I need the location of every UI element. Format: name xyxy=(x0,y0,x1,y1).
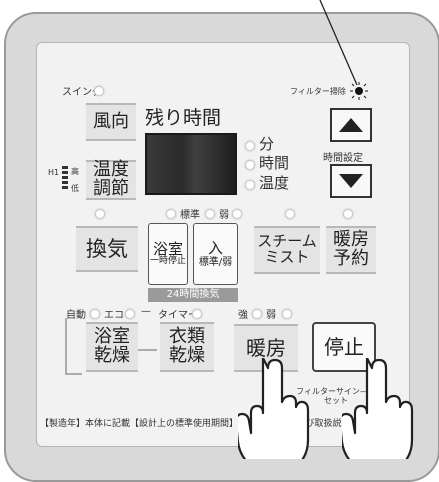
unit-time: 時間 xyxy=(259,154,290,172)
steam-mist-button[interactable]: スチーム ミスト xyxy=(254,226,320,274)
clothes-dry-line2: 乾燥 xyxy=(169,345,205,366)
level-low-label: 低 xyxy=(71,184,79,193)
pointer-line xyxy=(319,0,358,86)
time-down-button[interactable] xyxy=(330,164,372,198)
timer-label: タイマー xyxy=(158,310,198,321)
heating-reserve-button[interactable]: 暖房 予約 xyxy=(326,226,376,274)
bath-pause-button[interactable]: 浴室 一時停止 xyxy=(148,223,188,285)
down-triangle-icon xyxy=(339,174,363,188)
filter-clean-label: フィルター掃除 xyxy=(290,87,346,96)
heating-reserve-line2: 予約 xyxy=(333,248,369,269)
wind-direction-label: 風向 xyxy=(93,110,129,132)
level-bar-icon xyxy=(62,166,68,189)
on-standard-weak-button[interactable]: 入 標準/弱 xyxy=(193,223,238,285)
hours-led xyxy=(245,160,255,170)
bath-dry-button[interactable]: 浴室 乾燥 xyxy=(86,322,138,372)
steam-led xyxy=(285,209,295,219)
on-line2: 標準/弱 xyxy=(198,256,233,268)
time-setting-label: 時間設定 xyxy=(323,153,363,164)
auto-label: 自動 xyxy=(66,310,86,321)
filter-led-icon xyxy=(350,82,368,100)
swing-led xyxy=(94,86,104,96)
stop-button[interactable]: 停止 xyxy=(312,322,376,372)
weak2-led xyxy=(282,309,292,319)
strong-label: 強 xyxy=(238,310,248,321)
standard-led xyxy=(166,209,176,219)
wind-direction-button[interactable]: 風向 xyxy=(86,103,136,141)
heat-reserve-led xyxy=(343,209,353,219)
ventilation-label: 換気 xyxy=(86,236,128,261)
heating-reserve-line1: 暖房 xyxy=(333,229,369,251)
pressing-hand-right-icon xyxy=(342,358,414,459)
auto-led xyxy=(90,309,100,319)
pressing-hand-left-icon xyxy=(238,358,310,459)
time-display xyxy=(145,133,237,195)
bath-dry-line1: 浴室 xyxy=(94,326,130,348)
unit-temperature: 温度 xyxy=(259,174,290,192)
unit-minutes: 分 xyxy=(259,135,275,153)
bath-pause-line1: 浴室 xyxy=(152,239,183,258)
ventilation-led xyxy=(95,209,105,219)
ventilation-button[interactable]: 換気 xyxy=(76,226,138,272)
ventilation-24h-bar: 24時間換気 xyxy=(148,288,238,302)
temperature-led xyxy=(245,180,255,190)
steam-mist-line2: ミスト xyxy=(264,248,310,266)
standard-label: 標準 xyxy=(180,210,200,221)
minutes-led xyxy=(245,141,255,151)
strong-led xyxy=(252,309,262,319)
timer-led xyxy=(192,309,202,319)
filter-sign-reset-label: フィルターサイン—リセット xyxy=(296,387,376,405)
bath-dry-line2: 乾燥 xyxy=(94,345,130,366)
temperature-adjust-line1: 温度 xyxy=(93,159,129,181)
time-up-button[interactable] xyxy=(330,108,372,142)
level-high-label: 高 xyxy=(71,167,79,176)
clothes-dry-line1: 衣類 xyxy=(169,326,205,348)
heating-label: 暖房 xyxy=(246,335,286,360)
timer-dash: — xyxy=(141,306,151,317)
remaining-time-label: 残り時間 xyxy=(145,107,222,129)
weak-led xyxy=(205,209,215,219)
eco-led xyxy=(125,309,135,319)
temperature-adjust-button[interactable]: 温度 調節 xyxy=(86,160,136,200)
stop-label: 停止 xyxy=(324,335,364,359)
footer-text: 【製造年】本体に記載【設計上の標準使用期間】 年 本体及び取扱説明書 xyxy=(40,419,360,429)
temperature-adjust-line2: 調節 xyxy=(93,178,129,199)
swing-label: スイング xyxy=(62,87,102,98)
on-led xyxy=(232,209,242,219)
weak-label: 弱 xyxy=(219,210,229,221)
weak2-label: 弱 xyxy=(266,310,276,321)
steam-mist-line1: スチーム xyxy=(257,232,317,251)
bath-pause-line2: 一時停止 xyxy=(149,256,186,267)
up-triangle-icon xyxy=(339,118,363,132)
eco-label: エコ xyxy=(104,310,124,321)
on-line1: 入 xyxy=(207,239,223,258)
clothes-dry-button[interactable]: 衣類 乾燥 xyxy=(160,322,214,372)
level-h1-label: H1 xyxy=(48,168,60,177)
